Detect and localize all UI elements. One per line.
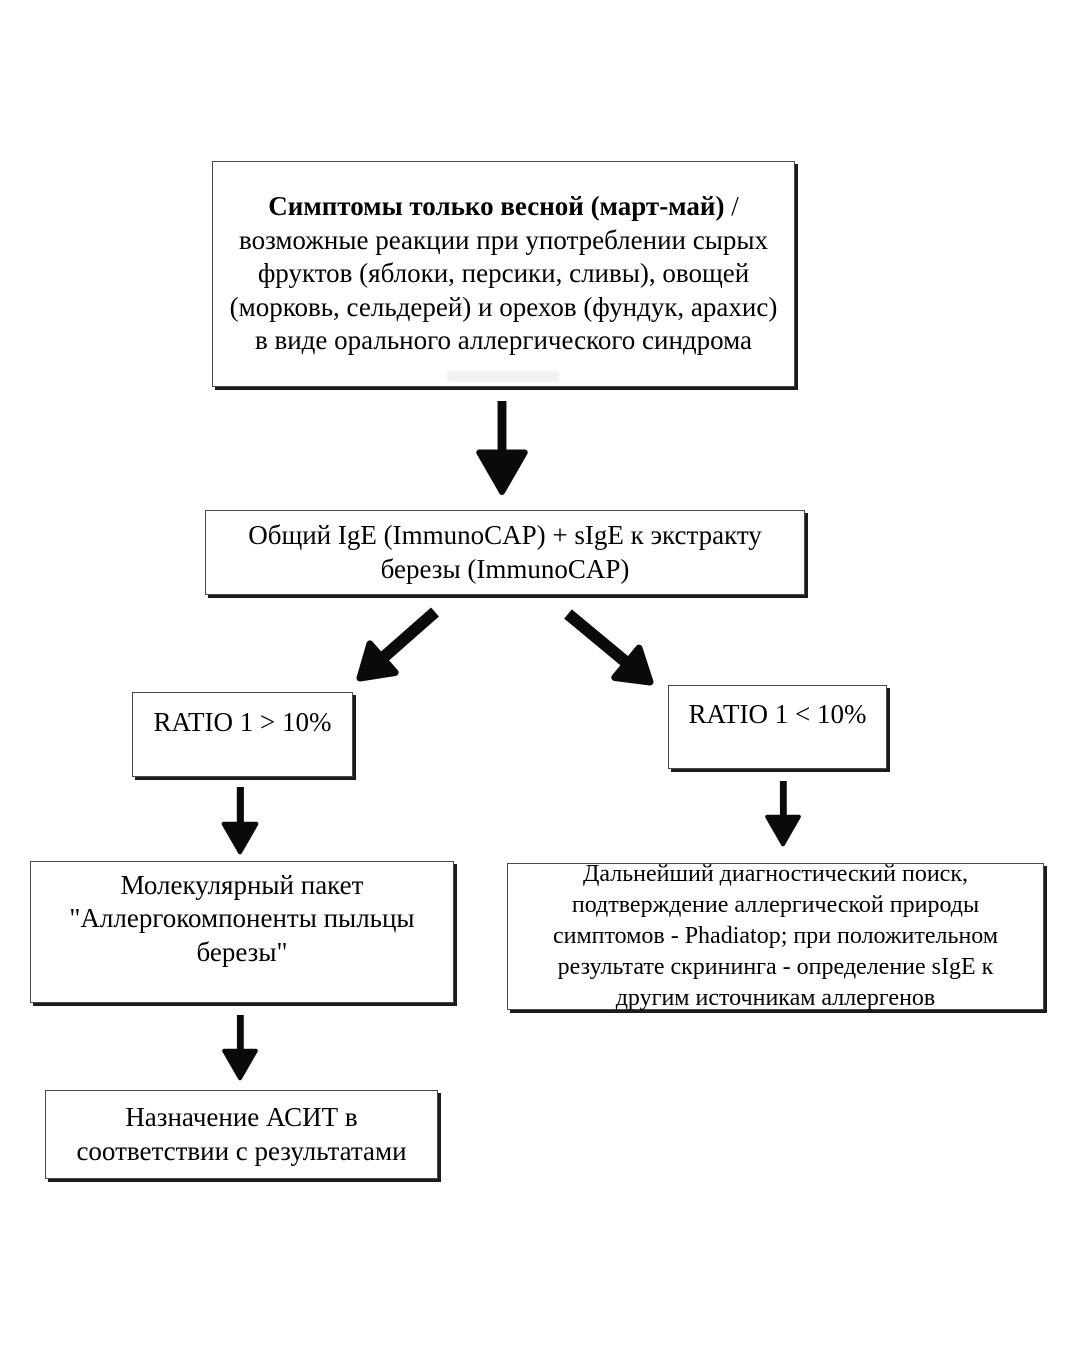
ratio-high-text: RATIO 1 > 10% [153,706,332,737]
further-diagnostics-text: Дальнейший диагностический поиск, подтве… [552,860,999,1012]
ratio-high-box: RATIO 1 > 10% [132,692,353,777]
arrow-down-icon [221,787,259,855]
symptoms-text-rest: / возможные реакции при употреблении сыр… [229,191,778,356]
asit-text: Назначение АСИТ в соответствии с результ… [76,1102,407,1166]
molecular-panel-text: Молекулярный пакет "Аллергокомпоненты пы… [69,869,415,967]
arrow-down-icon [765,781,801,847]
arrow-down-icon [476,401,528,496]
ratio-low-box: RATIO 1 < 10% [668,685,887,769]
arrow-down-icon [222,1015,258,1081]
arrow-down-right-icon [564,609,654,686]
arrow-down-left-icon [356,607,439,682]
molecular-panel-box: Молекулярный пакет "Аллергокомпоненты пы… [30,861,454,1003]
ratio-low-text: RATIO 1 < 10% [688,699,867,730]
symptoms-text-bold: Симптомы только весной (март-май) [268,191,725,222]
asit-box: Назначение АСИТ в соответствии с результ… [45,1090,438,1179]
symptoms-box: Симптомы только весной (март-май) / возм… [212,161,795,387]
further-diagnostics-box: Дальнейший диагностический поиск, подтве… [507,861,1044,1011]
ige-test-text: Общий IgE (ImmunoCAP) + sIgE к экстракту… [248,520,762,584]
ige-test-box: Общий IgE (ImmunoCAP) + sIgE к экстракту… [205,510,805,595]
symptoms-text: Симптомы только весной (март-май) / возм… [213,190,794,357]
faded-text-artifact [447,371,559,382]
